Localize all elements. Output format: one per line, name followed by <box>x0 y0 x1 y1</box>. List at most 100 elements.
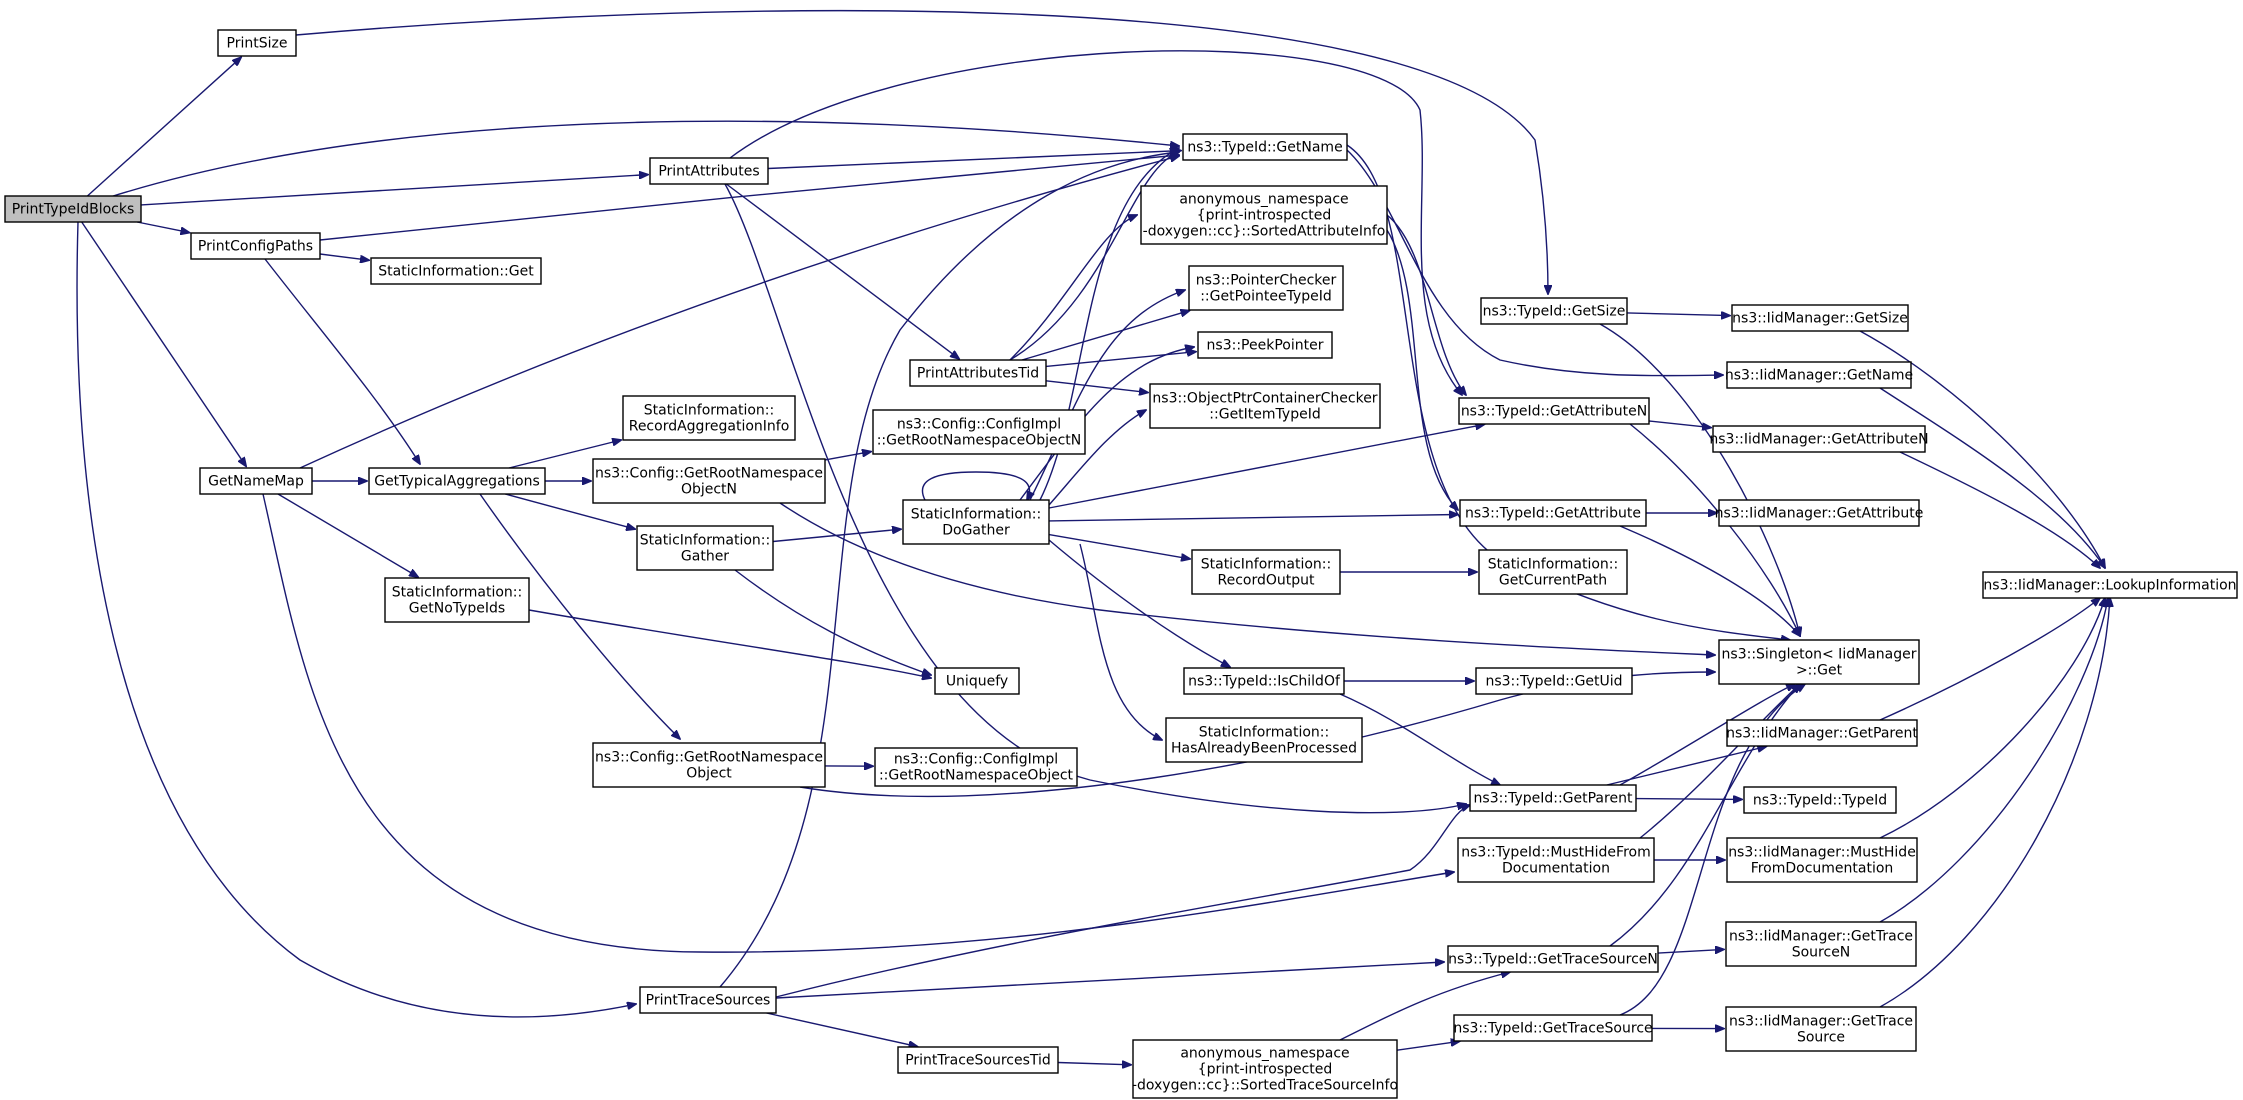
edge-GetTypicalAggregations-to-Gather <box>504 493 635 529</box>
node-StaticInfoGet[interactable]: StaticInformation::Get <box>370 257 542 285</box>
node-TypeIdGetParent[interactable]: ns3::TypeId::GetParent <box>1469 784 1637 812</box>
node-label: anonymous_namespace <box>1179 192 1348 208</box>
node-IidGetTraceSource[interactable]: ns3::IidManager::GetTraceSource <box>1725 1006 1917 1052</box>
edge-GetRootNamespaceObject-to-SingletonGet <box>799 672 1715 798</box>
node-IidMustHide[interactable]: ns3::IidManager::MustHideFromDocumentati… <box>1726 837 1918 883</box>
node-label: ns3::TypeId::MustHideFrom <box>1461 845 1650 861</box>
node-PrintAttributesTid[interactable]: PrintAttributesTid <box>909 359 1047 387</box>
node-label: RecordOutput <box>1217 573 1315 589</box>
node-Gather[interactable]: StaticInformation::Gather <box>636 525 774 571</box>
node-GetRootNamespaceObject[interactable]: ns3::Config::GetRootNamespaceObject <box>592 742 826 788</box>
node-label: StaticInformation::Get <box>378 264 534 280</box>
node-PrintTypeIdBlocks[interactable]: PrintTypeIdBlocks <box>4 195 142 223</box>
node-label: ns3::TypeId::GetTraceSource <box>1453 1021 1652 1037</box>
node-box <box>1475 667 1633 695</box>
node-box <box>1712 425 1926 453</box>
node-PrintSize[interactable]: PrintSize <box>217 29 297 57</box>
edge-PrintAttributesTid-to-SortedAttributeInfo <box>1009 215 1137 361</box>
edge-IsChildOf-to-TypeIdGetParent <box>1339 693 1500 785</box>
node-ConfigImplObject[interactable]: ns3::Config::ConfigImpl::GetRootNamespac… <box>874 747 1078 787</box>
node-label: {print-introspected <box>1197 208 1332 224</box>
edge-PrintTraceSources-to-PrintTraceSourcesTid <box>766 1012 918 1047</box>
node-RecordAggregationInfo[interactable]: StaticInformation::RecordAggregationInfo <box>622 395 796 441</box>
node-RecordOutput[interactable]: StaticInformation::RecordOutput <box>1191 549 1341 595</box>
node-box <box>909 359 1047 387</box>
node-SortedTraceSourceInfo[interactable]: anonymous_namespace{print-introspected-d… <box>1132 1039 1398 1099</box>
node-SortedAttributeInfo[interactable]: anonymous_namespace{print-introspected-d… <box>1140 185 1388 245</box>
node-PeekPointer[interactable]: ns3::PeekPointer <box>1197 331 1333 359</box>
node-TypeIdGetUid[interactable]: ns3::TypeId::GetUid <box>1475 667 1633 695</box>
node-label: ns3::IidManager::GetSize <box>1732 311 1908 327</box>
node-PrintTraceSourcesTid[interactable]: PrintTraceSourcesTid <box>897 1046 1059 1074</box>
node-PrintAttributes[interactable]: PrintAttributes <box>649 157 769 185</box>
edge-IidGetParent-to-LookupInformation <box>1879 598 2100 721</box>
node-label: ns3::TypeId::TypeId <box>1753 793 1887 809</box>
node-box <box>872 409 1086 455</box>
edge-TypeIdGetTraceSourceN-to-IidGetTraceSourceN <box>1657 949 1724 953</box>
node-box <box>1469 784 1637 812</box>
node-IidGetName[interactable]: ns3::IidManager::GetName <box>1725 361 1913 389</box>
edge-DoGather-to-DoGather <box>921 471 1029 500</box>
edge-DoGather-to-HasAlreadyBeenProcessed <box>1079 543 1162 740</box>
edge-GetTypicalAggregations-to-RecordAggregationInfo <box>508 440 621 469</box>
node-label: ObjectN <box>681 482 737 498</box>
node-label: GetNoTypeIds <box>409 601 505 617</box>
node-label: ns3::IidManager::GetAttributeN <box>1709 432 1928 448</box>
node-DoGather[interactable]: StaticInformation::DoGather <box>902 499 1050 545</box>
edge-PrintConfigPaths-to-TypeIdGetName <box>319 155 1179 241</box>
node-PrintTraceSources[interactable]: PrintTraceSources <box>639 986 777 1014</box>
node-label: ns3::TypeId::GetParent <box>1474 791 1633 807</box>
node-label: ns3::PeekPointer <box>1207 338 1324 354</box>
node-TypeIdGetSize[interactable]: ns3::TypeId::GetSize <box>1480 297 1628 325</box>
edge-TypeIdGetParent-to-TypeIdTypeId <box>1635 799 1742 800</box>
node-IidGetAttributeN[interactable]: ns3::IidManager::GetAttributeN <box>1709 425 1929 453</box>
node-box <box>1457 837 1655 883</box>
node-GetCurrentPath[interactable]: StaticInformation::GetCurrentPath <box>1478 549 1628 595</box>
node-box <box>1459 499 1647 527</box>
node-ConfigImplObjectN[interactable]: ns3::Config::ConfigImpl::GetRootNamespac… <box>872 409 1086 455</box>
node-box <box>1453 1014 1653 1042</box>
node-HasAlreadyBeenProcessed[interactable]: StaticInformation::HasAlreadyBeenProcess… <box>1165 717 1363 763</box>
node-IidGetTraceSourceN[interactable]: ns3::IidManager::GetTraceSourceN <box>1725 921 1917 967</box>
node-box <box>1480 297 1628 325</box>
node-IidGetAttribute[interactable]: ns3::IidManager::GetAttribute <box>1715 499 1924 527</box>
node-label: StaticInformation:: <box>640 533 771 549</box>
node-box <box>1726 719 1918 747</box>
edge-PrintTypeIdBlocks-to-TypeIdGetName <box>109 120 1179 198</box>
node-TypeIdGetTraceSource[interactable]: ns3::TypeId::GetTraceSource <box>1453 1014 1653 1042</box>
node-label: StaticInformation:: <box>1199 725 1330 741</box>
node-GetRootNamespaceObjectN[interactable]: ns3::Config::GetRootNamespaceObjectN <box>592 458 826 504</box>
node-TypeIdTypeId[interactable]: ns3::TypeId::TypeId <box>1743 786 1897 814</box>
node-IsChildOf[interactable]: ns3::TypeId::IsChildOf <box>1183 667 1345 695</box>
node-GetNoTypeIds[interactable]: StaticInformation::GetNoTypeIds <box>384 577 530 623</box>
node-IidGetParent[interactable]: ns3::IidManager::GetParent <box>1726 719 1918 747</box>
node-TypeIdGetTraceSourceN[interactable]: ns3::TypeId::GetTraceSourceN <box>1447 945 1659 973</box>
node-label: ns3::Config::GetRootNamespace <box>595 750 823 766</box>
node-GetItemTypeId[interactable]: ns3::ObjectPtrContainerChecker::GetItemT… <box>1149 383 1381 429</box>
edge-GetRootNamespaceObjectN-to-SingletonGet <box>779 502 1715 655</box>
node-TypeIdGetAttributeN[interactable]: ns3::TypeId::GetAttributeN <box>1458 397 1650 425</box>
node-box <box>1458 397 1650 425</box>
node-label: ns3::TypeId::IsChildOf <box>1188 674 1341 690</box>
node-Uniquefy[interactable]: Uniquefy <box>934 667 1020 695</box>
node-label: -doxygen::cc}::SortedTraceSourceInfo <box>1132 1078 1398 1094</box>
node-box <box>1132 1039 1398 1099</box>
node-GetTypicalAggregations[interactable]: GetTypicalAggregations <box>368 467 546 495</box>
node-TypeIdGetName[interactable]: ns3::TypeId::GetName <box>1182 133 1348 161</box>
node-label: StaticInformation:: <box>644 403 775 419</box>
node-box <box>639 986 777 1014</box>
node-label: PrintTraceSources <box>646 993 771 1009</box>
node-LookupInformation[interactable]: ns3::IidManager::LookupInformation <box>1982 571 2238 599</box>
node-SingletonGet[interactable]: ns3::Singleton< IidManager>::Get <box>1718 639 1920 685</box>
node-label: FromDocumentation <box>1751 861 1894 877</box>
node-IidGetSize[interactable]: ns3::IidManager::GetSize <box>1731 304 1909 332</box>
node-PrintConfigPaths[interactable]: PrintConfigPaths <box>190 232 321 260</box>
node-GetNameMap[interactable]: GetNameMap <box>199 467 313 495</box>
edge-TypeIdGetName-to-IidGetName <box>1346 149 1723 376</box>
node-GetPointeeTypeId[interactable]: ns3::PointerChecker::GetPointeeTypeId <box>1188 265 1344 311</box>
node-TypeIdGetAttribute[interactable]: ns3::TypeId::GetAttribute <box>1459 499 1647 527</box>
node-box <box>384 577 530 623</box>
node-box <box>199 467 313 495</box>
node-label: GetNameMap <box>208 474 304 490</box>
